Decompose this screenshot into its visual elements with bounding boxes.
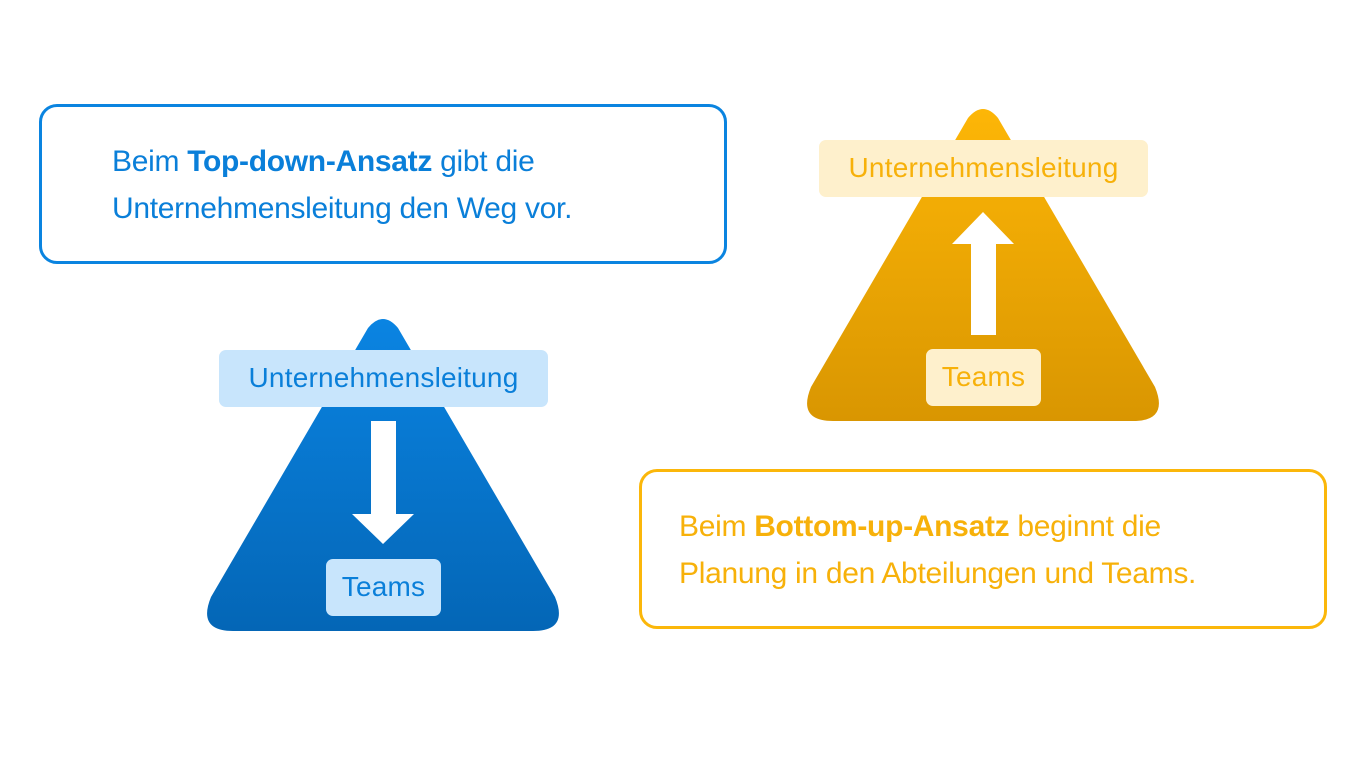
bottom-up-term: Bottom-up-Ansatz bbox=[754, 510, 1010, 543]
bottom-up-label-teams: Teams bbox=[926, 349, 1041, 406]
bottom-up-callout-line2: Planung in den Abteilungen und Teams. bbox=[679, 557, 1197, 590]
arrow-down-icon bbox=[352, 421, 414, 544]
top-down-callout-line1-suffix: gibt die bbox=[432, 145, 535, 178]
top-down-callout-line2: Unternehmensleitung den Weg vor. bbox=[112, 192, 573, 225]
bottom-up-callout-line1-suffix: beginnt die bbox=[1009, 510, 1161, 543]
top-down-callout: Beim Top-down-Ansatz gibt die Unternehme… bbox=[39, 104, 727, 264]
top-down-term: Top-down-Ansatz bbox=[187, 145, 433, 178]
bottom-up-pyramid: Unternehmensleitung Teams bbox=[803, 105, 1163, 425]
top-down-label-teams: Teams bbox=[326, 559, 441, 616]
top-down-pyramid: Unternehmensleitung Teams bbox=[203, 315, 563, 635]
top-down-pyramid-shape bbox=[207, 319, 559, 631]
top-down-callout-prefix: Beim bbox=[112, 145, 188, 178]
top-down-label-management: Unternehmensleitung bbox=[219, 350, 548, 407]
bottom-up-callout-prefix: Beim bbox=[679, 510, 755, 543]
bottom-up-label-management: Unternehmensleitung bbox=[819, 140, 1148, 197]
bottom-up-pyramid-shape bbox=[807, 109, 1159, 421]
arrow-up-icon bbox=[952, 212, 1014, 335]
bottom-up-callout: Beim Bottom-up-Ansatz beginnt die Planun… bbox=[639, 469, 1327, 629]
